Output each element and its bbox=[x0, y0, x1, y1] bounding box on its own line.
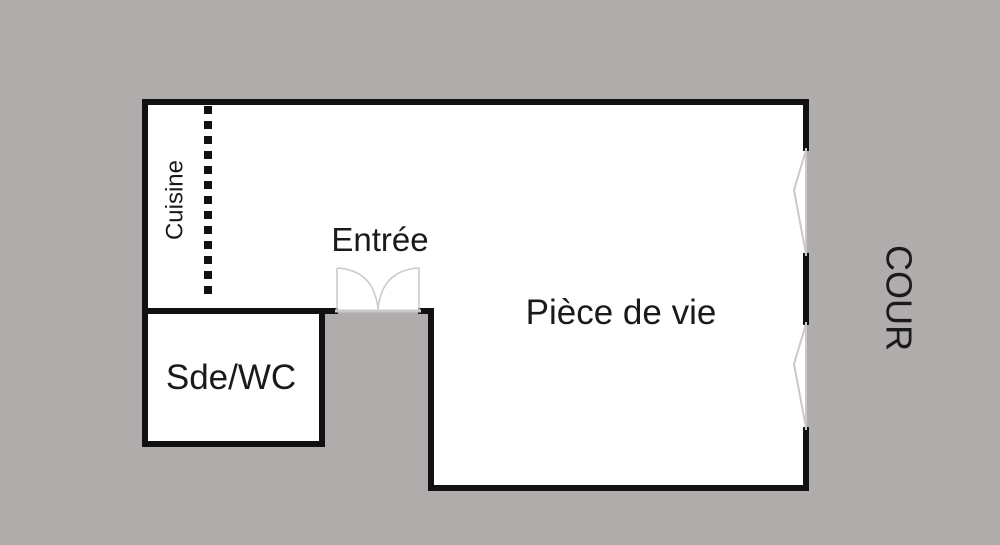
entrance-label: Entrée bbox=[331, 221, 428, 258]
entrance-door bbox=[336, 267, 420, 311]
window-lower-sash bbox=[792, 323, 807, 429]
floor-area bbox=[145, 102, 806, 488]
kitchen-label: Cuisine bbox=[161, 160, 188, 240]
bathroom-label: Sde/WC bbox=[166, 358, 296, 397]
courtyard-label: COUR bbox=[878, 245, 919, 351]
living-label: Pièce de vie bbox=[526, 293, 717, 332]
window-upper-sash bbox=[792, 149, 807, 255]
windows bbox=[792, 148, 807, 430]
door-swing-left bbox=[336, 267, 379, 310]
walls bbox=[142, 99, 809, 491]
door-swing-right bbox=[377, 267, 420, 310]
outside-notch bbox=[325, 314, 428, 488]
